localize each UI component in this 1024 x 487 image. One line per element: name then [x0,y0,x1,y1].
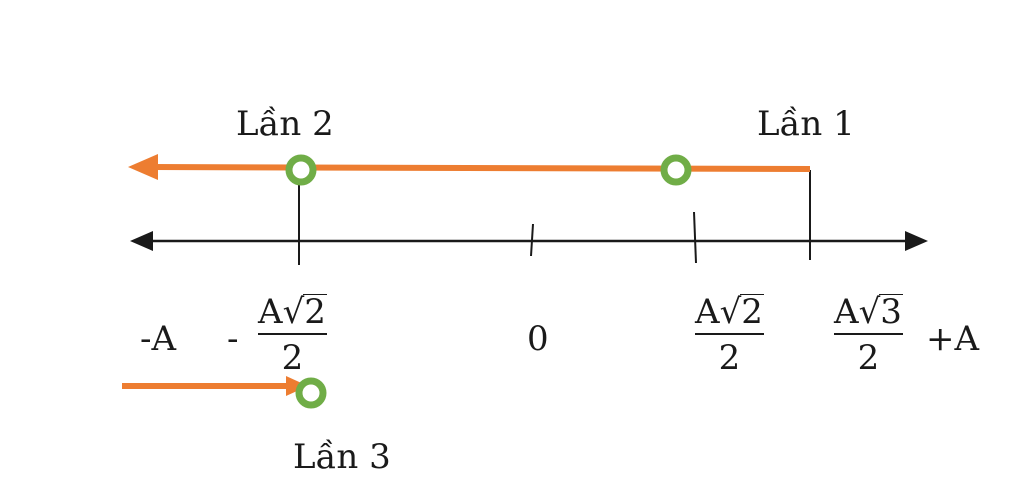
sqrt-expression: √ 2 [283,292,327,329]
axis-left-arrow [130,231,153,251]
radical-sign: √ [282,292,305,332]
fraction-numerator: A √ 3 [834,292,903,329]
fraction-denominator: 2 [857,337,880,378]
radicand: 2 [740,292,764,332]
axis-right-arrow [905,231,928,251]
sqrt-expression: √ 2 [720,292,764,329]
label-pass2: Lần 2 [236,104,334,144]
fraction-numerator: A √ 2 [258,292,327,329]
tick-pos-sqrt2 [693,211,697,264]
coef: A [695,292,720,332]
label-pass3: Lần 3 [293,437,391,477]
path-right-to-left [149,164,811,172]
fraction-bar [834,333,903,335]
marker-pass3 [295,377,327,409]
fraction-denominator: 2 [718,337,741,378]
coef: A [258,292,283,332]
fraction-numerator: A √ 2 [695,292,764,329]
path-right-arrowhead [286,376,308,396]
radicand: 3 [879,292,903,332]
tick-zero [530,223,534,257]
fraction-denominator: 2 [281,337,304,378]
fraction-pos-sqrt2: A √ 2 2 [695,292,764,375]
fraction-pos-sqrt3: A √ 3 2 [834,292,903,375]
label-zero: 0 [527,319,549,359]
neg-sign: - [227,319,239,359]
label-pass1: Lần 1 [757,104,855,144]
fraction-neg-sqrt2: A √ 2 2 [258,292,327,375]
label-plus-A: +A [926,319,980,359]
fraction-bar [258,333,327,335]
radical-sign: √ [719,292,742,332]
fraction-bar [695,333,764,335]
radicand: 2 [303,292,327,332]
path-left-arrowhead [128,154,158,180]
radical-sign: √ [858,292,881,332]
sqrt-expression: √ 3 [859,292,903,329]
marker-pass2 [285,154,317,186]
coef: A [834,292,859,332]
label-minus-A: -A [140,319,177,359]
marker-midpoint [660,154,692,186]
